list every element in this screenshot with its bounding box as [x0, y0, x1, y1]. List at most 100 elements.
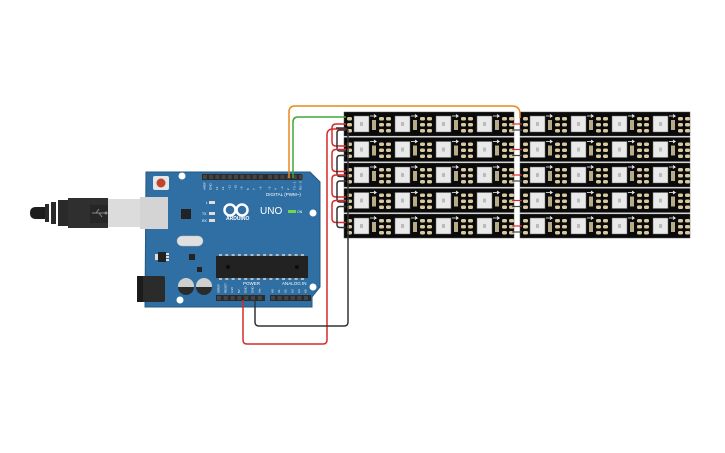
digital-pin-label: ~9 — [240, 186, 244, 190]
power-pin-socket[interactable] — [257, 296, 262, 300]
direction-arrow-icon — [587, 190, 595, 195]
analog-pin-label: A2 — [284, 289, 288, 293]
model-label: UNO — [260, 206, 282, 217]
direction-arrow-icon — [587, 114, 595, 118]
led-strip[interactable] — [343, 188, 515, 213]
digital-pin-socket[interactable] — [227, 175, 232, 179]
digital-pin-label: ~6 — [258, 186, 262, 190]
transistor — [197, 267, 202, 272]
direction-arrow-icon — [628, 165, 636, 169]
digital-header-label: DIGITAL (PWM~) — [266, 192, 301, 197]
led-strip[interactable] — [519, 188, 691, 213]
power-pin-socket[interactable] — [251, 296, 255, 300]
power-pin-socket[interactable] — [230, 296, 235, 300]
led-strip[interactable] — [343, 137, 515, 162]
led-strip[interactable] — [343, 162, 515, 188]
direction-arrow-icon — [587, 139, 595, 144]
usb-socket — [140, 197, 168, 229]
analog-pin-socket[interactable] — [297, 296, 302, 300]
mounting-hole — [178, 172, 186, 180]
digital-pin-label: ~3 — [280, 186, 284, 190]
reset-button-cap[interactable] — [156, 178, 166, 188]
power-pin-socket[interactable] — [217, 296, 221, 300]
power-wire[interactable] — [242, 128, 346, 345]
power-pin-socket[interactable] — [244, 296, 249, 300]
digital-pin-socket[interactable] — [221, 175, 226, 179]
led-strip[interactable] — [519, 162, 691, 188]
direction-arrow-icon — [493, 190, 501, 195]
strip-power-jumper[interactable] — [331, 199, 346, 224]
strip-power-jumper[interactable] — [331, 174, 346, 198]
strip-ground-jumper[interactable] — [336, 180, 346, 203]
digital-pin-label: ~11 — [227, 185, 231, 190]
direction-arrow-icon — [546, 139, 554, 144]
crystal-oscillator — [176, 235, 204, 247]
led-strip[interactable] — [519, 111, 691, 137]
analog-pin-socket[interactable] — [271, 296, 275, 300]
strip-ground-jumper[interactable] — [336, 205, 346, 229]
strip-power-jumper[interactable] — [331, 148, 346, 173]
power-header-label: POWER — [243, 281, 261, 286]
digital-pin-socket[interactable] — [292, 175, 297, 179]
digital-pin-socket[interactable] — [280, 175, 285, 179]
direction-arrow-icon — [493, 139, 501, 144]
digital-pin-socket[interactable] — [258, 175, 263, 179]
strip-power-jumper[interactable] — [331, 123, 346, 147]
direction-arrow-icon — [452, 216, 460, 220]
usb-cable[interactable] — [30, 198, 148, 228]
analog-pin-socket[interactable] — [277, 296, 282, 300]
digital-pin-label: ~10 — [234, 185, 238, 190]
digital-pin-socket[interactable] — [234, 175, 238, 179]
digital-pin-label: RX←0 — [299, 181, 303, 190]
analog-pin-socket[interactable] — [290, 296, 295, 300]
small-ic — [189, 254, 195, 260]
led-strip[interactable] — [343, 213, 515, 239]
power-pin-socket[interactable] — [223, 296, 228, 300]
analog-pin-label: A3 — [290, 289, 294, 293]
digital-pin-socket[interactable] — [299, 175, 303, 179]
direction-arrow-icon — [546, 114, 554, 118]
analog-pin-label: A4 — [297, 289, 301, 293]
strip-ground-jumper[interactable] — [336, 154, 346, 178]
power-pin-label: GND — [251, 286, 255, 294]
direction-arrow-icon — [452, 114, 460, 118]
analog-pin-label: A1 — [277, 289, 281, 293]
led-matrix[interactable] — [343, 111, 691, 239]
digital-pin-label: 12 — [221, 186, 225, 190]
led-strip[interactable] — [519, 213, 691, 239]
analog-pin-socket[interactable] — [304, 296, 308, 300]
strip-ground-jumper[interactable] — [336, 129, 346, 152]
direction-arrow-icon — [628, 190, 636, 195]
digital-pin-socket[interactable] — [240, 175, 245, 179]
direction-arrow-icon — [669, 190, 677, 195]
digital-pin-socket[interactable] — [274, 175, 279, 179]
direction-arrow-icon — [493, 114, 501, 118]
led-strip[interactable] — [519, 137, 691, 162]
digital-pin-socket[interactable] — [209, 175, 214, 179]
on-led-label: ON — [297, 210, 303, 214]
ground-wire[interactable] — [254, 127, 349, 327]
direction-arrow-icon — [493, 165, 501, 169]
l-led-label: L — [206, 201, 208, 205]
digital-pin-socket[interactable] — [252, 175, 257, 179]
analog-pin-socket[interactable] — [284, 296, 289, 300]
data-wire-2[interactable] — [292, 116, 346, 178]
power-pin-socket[interactable] — [237, 296, 242, 300]
atmega-chip — [216, 256, 308, 278]
data-wire-1[interactable] — [288, 105, 521, 178]
digital-pin-socket[interactable] — [268, 175, 272, 179]
arduino-logo: ARDUINO — [223, 203, 249, 222]
direction-arrow-icon — [669, 114, 677, 118]
voltage-regulator — [158, 252, 166, 262]
digital-pin-socket[interactable] — [246, 175, 251, 179]
analog-pin-label: A5 — [304, 289, 308, 293]
led-strip[interactable] — [343, 111, 515, 137]
digital-pin-socket[interactable] — [215, 175, 220, 179]
brand-label: ARDUINO — [226, 216, 249, 222]
digital-pin-socket[interactable] — [203, 175, 207, 179]
direction-arrow-icon — [452, 139, 460, 144]
direction-arrow-icon — [452, 165, 460, 169]
